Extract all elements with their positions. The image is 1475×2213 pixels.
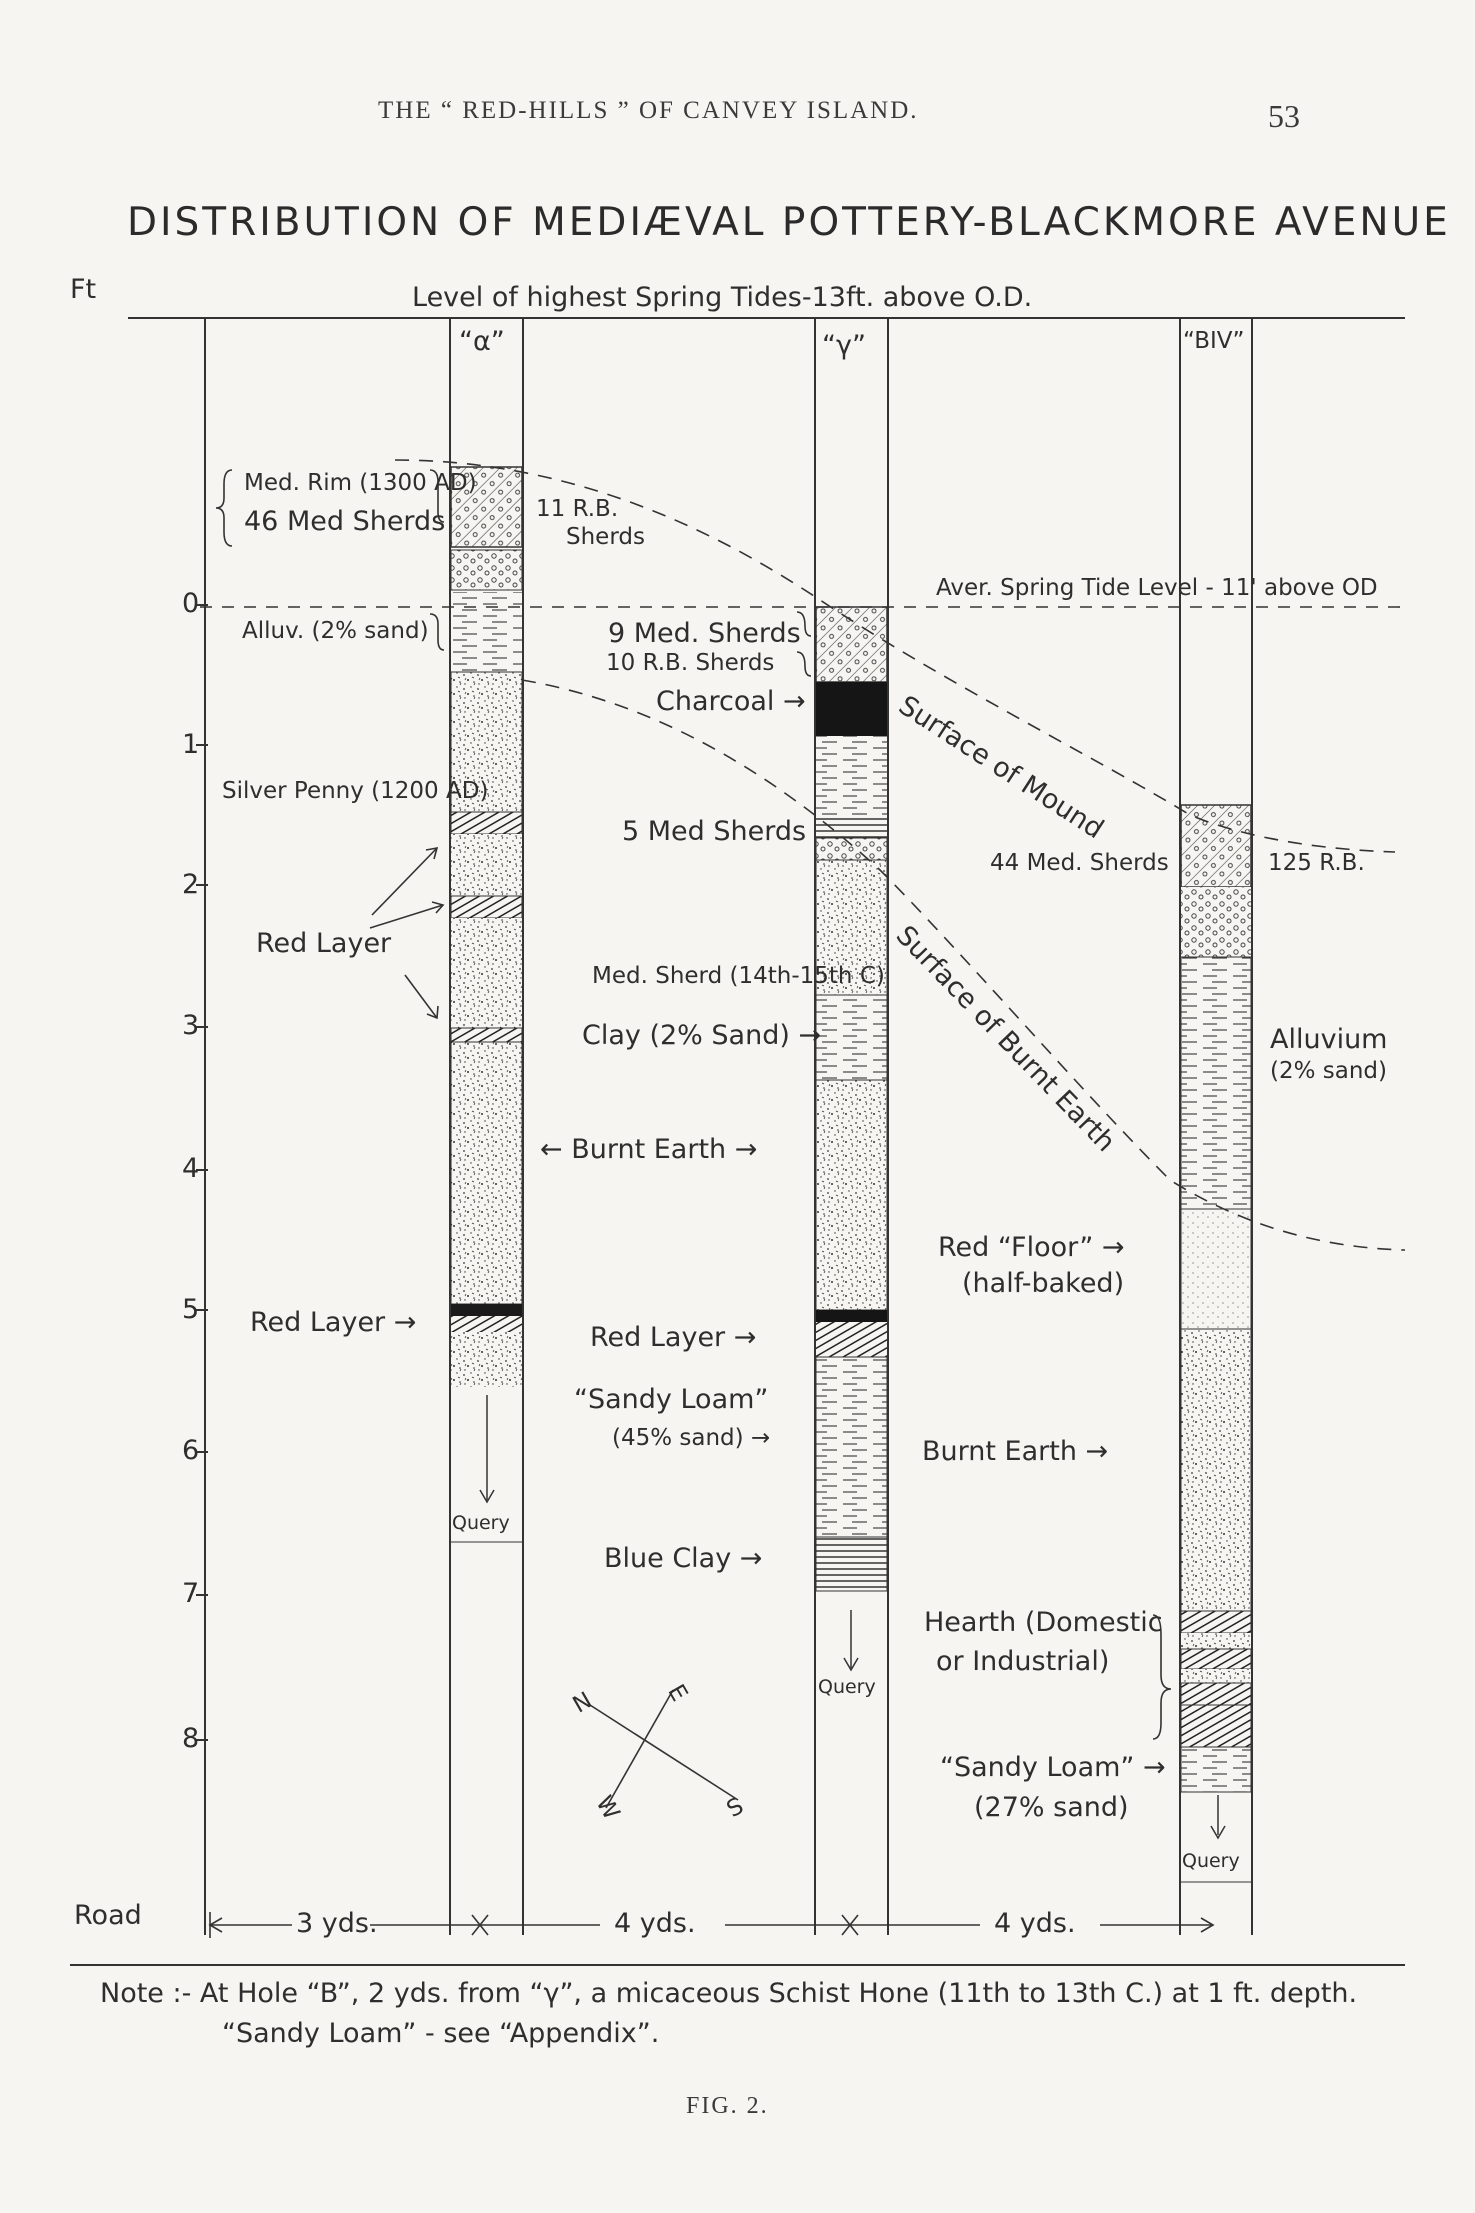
gamma-med-sherd-date: Med. Sherd (14th-15th C) [592,963,885,989]
page-number: 53 [1268,98,1300,134]
alpha-red-layer-lower: Red Layer → [250,1307,417,1338]
depth-tick-3: 3 [182,1010,200,1041]
depth-tick-2: 2 [182,869,200,900]
alpha-red-layer-upper: Red Layer [256,928,392,959]
b-hearth: Hearth (Domestic [924,1607,1163,1638]
b-alluvium: Alluvium [1270,1024,1388,1055]
gamma-query: Query [818,1676,876,1698]
depth-tick-7: 7 [182,1578,200,1609]
gamma-sandy-loam-pct: (45% sand) → [612,1425,771,1451]
column-gamma-strata [815,606,888,1672]
column-label-gamma: “γ” [822,330,866,361]
depth-tick-1: 1 [182,729,200,760]
gamma-blue-clay: Blue Clay → [604,1543,763,1574]
column-label-b: “BIV” [1183,328,1245,354]
figure-caption: FIG. 2. [686,2093,769,2119]
compass-lines [589,1689,739,1809]
gamma-clay: Clay (2% Sand) → [582,1020,822,1051]
alpha-med-rim: Med. Rim (1300 AD) [244,470,477,496]
depth-tick-4: 4 [182,1153,200,1184]
column-b-strata [1180,804,1252,1883]
note-line-2: “Sandy Loam” - see “Appendix”. [222,2018,660,2049]
column-alpha-strata [450,466,523,1543]
alpha-rb-sherds-1: 11 R.B. [536,496,619,522]
scale-unit: Ft [70,274,97,305]
alpha-query: Query [452,1512,510,1534]
depth-tick-0: 0 [182,588,200,619]
alpha-alluv: Alluv. (2% sand) [242,618,429,644]
alpha-silver-penny: Silver Penny (1200 AD) [222,778,489,804]
alpha-rb-sherds-2: Sherds [566,524,645,550]
distance-3: 4 yds. [994,1908,1076,1939]
gamma-charcoal: Charcoal → [656,686,806,717]
b-hearth-2: or Industrial) [936,1646,1110,1677]
note-line-1: Note :- At Hole “B”, 2 yds. from “γ”, a … [100,1978,1358,2009]
column-label-alpha: “α” [459,326,505,357]
road-label: Road [74,1900,142,1931]
b-med-sherds: 44 Med. Sherds [990,850,1169,876]
diagram-title: DISTRIBUTION OF MEDIÆVAL POTTERY-BLACKMO… [127,200,1451,245]
spring-tide-label: Level of highest Spring Tides-13ft. abov… [412,282,1033,313]
gamma-rb-sherds: 10 R.B. Sherds [606,650,775,676]
gamma-burnt-earth: ← Burnt Earth → [540,1134,758,1165]
distance-1: 3 yds. [296,1908,378,1939]
b-red-floor: Red “Floor” → [938,1232,1125,1263]
distance-2: 4 yds. [614,1908,696,1939]
gamma-five-med-sherds: 5 Med Sherds [622,816,807,847]
alpha-med-sherds: 46 Med Sherds [244,506,446,537]
b-rb: 125 R.B. [1268,850,1365,876]
gamma-med-sherds: 9 Med. Sherds [608,618,801,649]
running-title: THE “ RED-HILLS ” OF CANVEY ISLAND. [378,97,919,124]
b-sandy-loam: “Sandy Loam” → [940,1752,1166,1783]
gamma-sandy-loam: “Sandy Loam” [574,1384,769,1415]
b-burnt-earth: Burnt Earth → [922,1436,1109,1467]
b-alluvium-pct: (2% sand) [1270,1058,1387,1084]
b-aver-spring-tide: Aver. Spring Tide Level - 11' above OD [936,575,1378,601]
depth-tick-8: 8 [182,1723,200,1754]
b-half-baked: (half-baked) [962,1268,1125,1299]
b-query: Query [1182,1850,1240,1872]
b-sandy-loam-pct: (27% sand) [974,1792,1129,1823]
gamma-red-layer: Red Layer → [590,1322,757,1353]
depth-tick-5: 5 [182,1294,200,1325]
depth-tick-6: 6 [182,1435,200,1466]
